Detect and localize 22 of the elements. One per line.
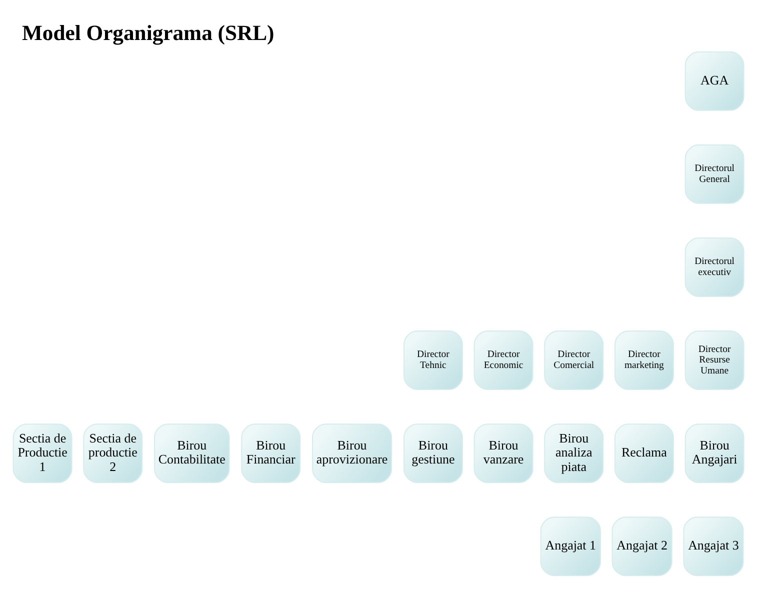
node-box: Angajat 2 <box>611 516 672 576</box>
diagram-title: Model Organigrama (SRL) <box>21 20 274 44</box>
node-box: Birou Financiar <box>240 423 300 483</box>
node-box: Birou Angajari <box>684 423 744 483</box>
node-box: Directorul General <box>684 144 744 204</box>
node-box: Angajat 1 <box>540 516 600 576</box>
node-box: Director marketing <box>614 330 674 390</box>
node-box: Director Resurse Umane <box>684 330 744 390</box>
node-box: Director Tehnic <box>402 330 462 390</box>
node-box: Angajat 3 <box>682 516 744 576</box>
node-box: Reclama <box>614 423 674 483</box>
node-box: AGA <box>684 50 744 110</box>
node-box: Director Economic <box>473 330 533 390</box>
node-box: Birou vanzare <box>473 423 533 483</box>
node-box: Birou gestiune <box>402 423 462 483</box>
node-box: Sectia de productie 2 <box>82 423 142 483</box>
node-box: Birou Contabilitate <box>154 423 230 483</box>
node-box: Birou analiza piata <box>544 423 604 483</box>
node-box: Birou aprovizionare <box>312 423 392 483</box>
node-box: Sectia de Productie 1 <box>12 423 72 483</box>
node-box: Director Comercial <box>544 330 604 390</box>
node-box: Directorul executiv <box>684 236 744 296</box>
